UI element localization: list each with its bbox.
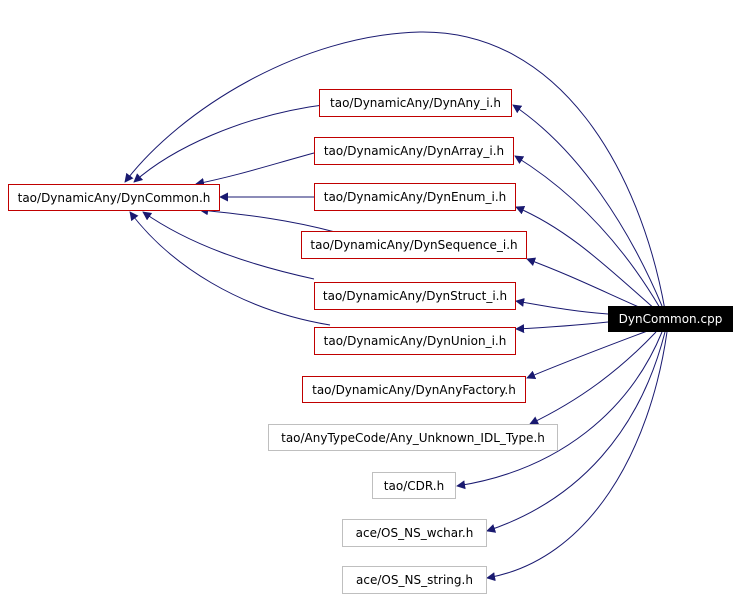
edge-dynany-i-h-to-dyncommon-h: [133, 103, 331, 183]
edge-cpp-to-dynanyfactory-h: [526, 329, 651, 380]
edge-dynstruct-i-h-to-dyncommon-h: [142, 211, 315, 280]
node-dyncommon-h[interactable]: tao/DynamicAny/DynCommon.h: [8, 184, 220, 211]
node-dyncommon-cpp[interactable]: DynCommon.cpp: [608, 306, 733, 332]
node-dynunion-i-h[interactable]: tao/DynamicAny/DynUnion_i.h: [314, 327, 516, 355]
edge-cpp-to-dynunion-i-h: [515, 321, 609, 334]
node-dynany-i-h[interactable]: tao/DynamicAny/DynAny_i.h: [319, 89, 512, 117]
edge-cpp-to-dyncommon-h: [124, 31, 666, 311]
edge-cpp-to-dynsequence-i-h: [526, 257, 651, 313]
node-dynarray-i-h[interactable]: tao/DynamicAny/DynArray_i.h: [314, 137, 514, 165]
edge-cpp-to-os-ns-wchar-h: [486, 331, 666, 533]
edge-cpp-to-any-unknown-idl-type-h: [529, 331, 657, 425]
node-dynsequence-i-h[interactable]: tao/DynamicAny/DynSequence_i.h: [301, 231, 527, 259]
edge-dynarray-i-h-to-dyncommon-h: [195, 152, 315, 187]
node-os-ns-wchar-h[interactable]: ace/OS_NS_wchar.h: [342, 519, 487, 547]
node-cdr-h[interactable]: tao/CDR.h: [372, 472, 456, 499]
node-dynenum-i-h[interactable]: tao/DynamicAny/DynEnum_i.h: [314, 183, 516, 211]
edge-cpp-to-dynstruct-i-h: [515, 298, 609, 315]
node-dynstruct-i-h[interactable]: tao/DynamicAny/DynStruct_i.h: [314, 282, 516, 310]
node-any-unknown-idl-type-h[interactable]: tao/AnyTypeCode/Any_Unknown_IDL_Type.h: [268, 424, 558, 451]
edge-cpp-to-dynenum-i-h: [515, 206, 657, 311]
node-os-ns-string-h[interactable]: ace/OS_NS_string.h: [342, 566, 487, 594]
node-dynanyfactory-h[interactable]: tao/DynamicAny/DynAnyFactory.h: [302, 376, 526, 403]
edge-dynunion-i-h-to-dyncommon-h: [129, 211, 331, 326]
edge-cpp-to-dynarray-i-h: [514, 155, 661, 309]
edge-dynsequence-i-h-to-dyncommon-h: [199, 206, 336, 233]
edge-cpp-to-cdr-h: [456, 331, 663, 490]
edge-cpp-to-os-ns-string-h: [486, 331, 668, 582]
edge-cpp-to-dynany-i-h: [512, 104, 663, 307]
